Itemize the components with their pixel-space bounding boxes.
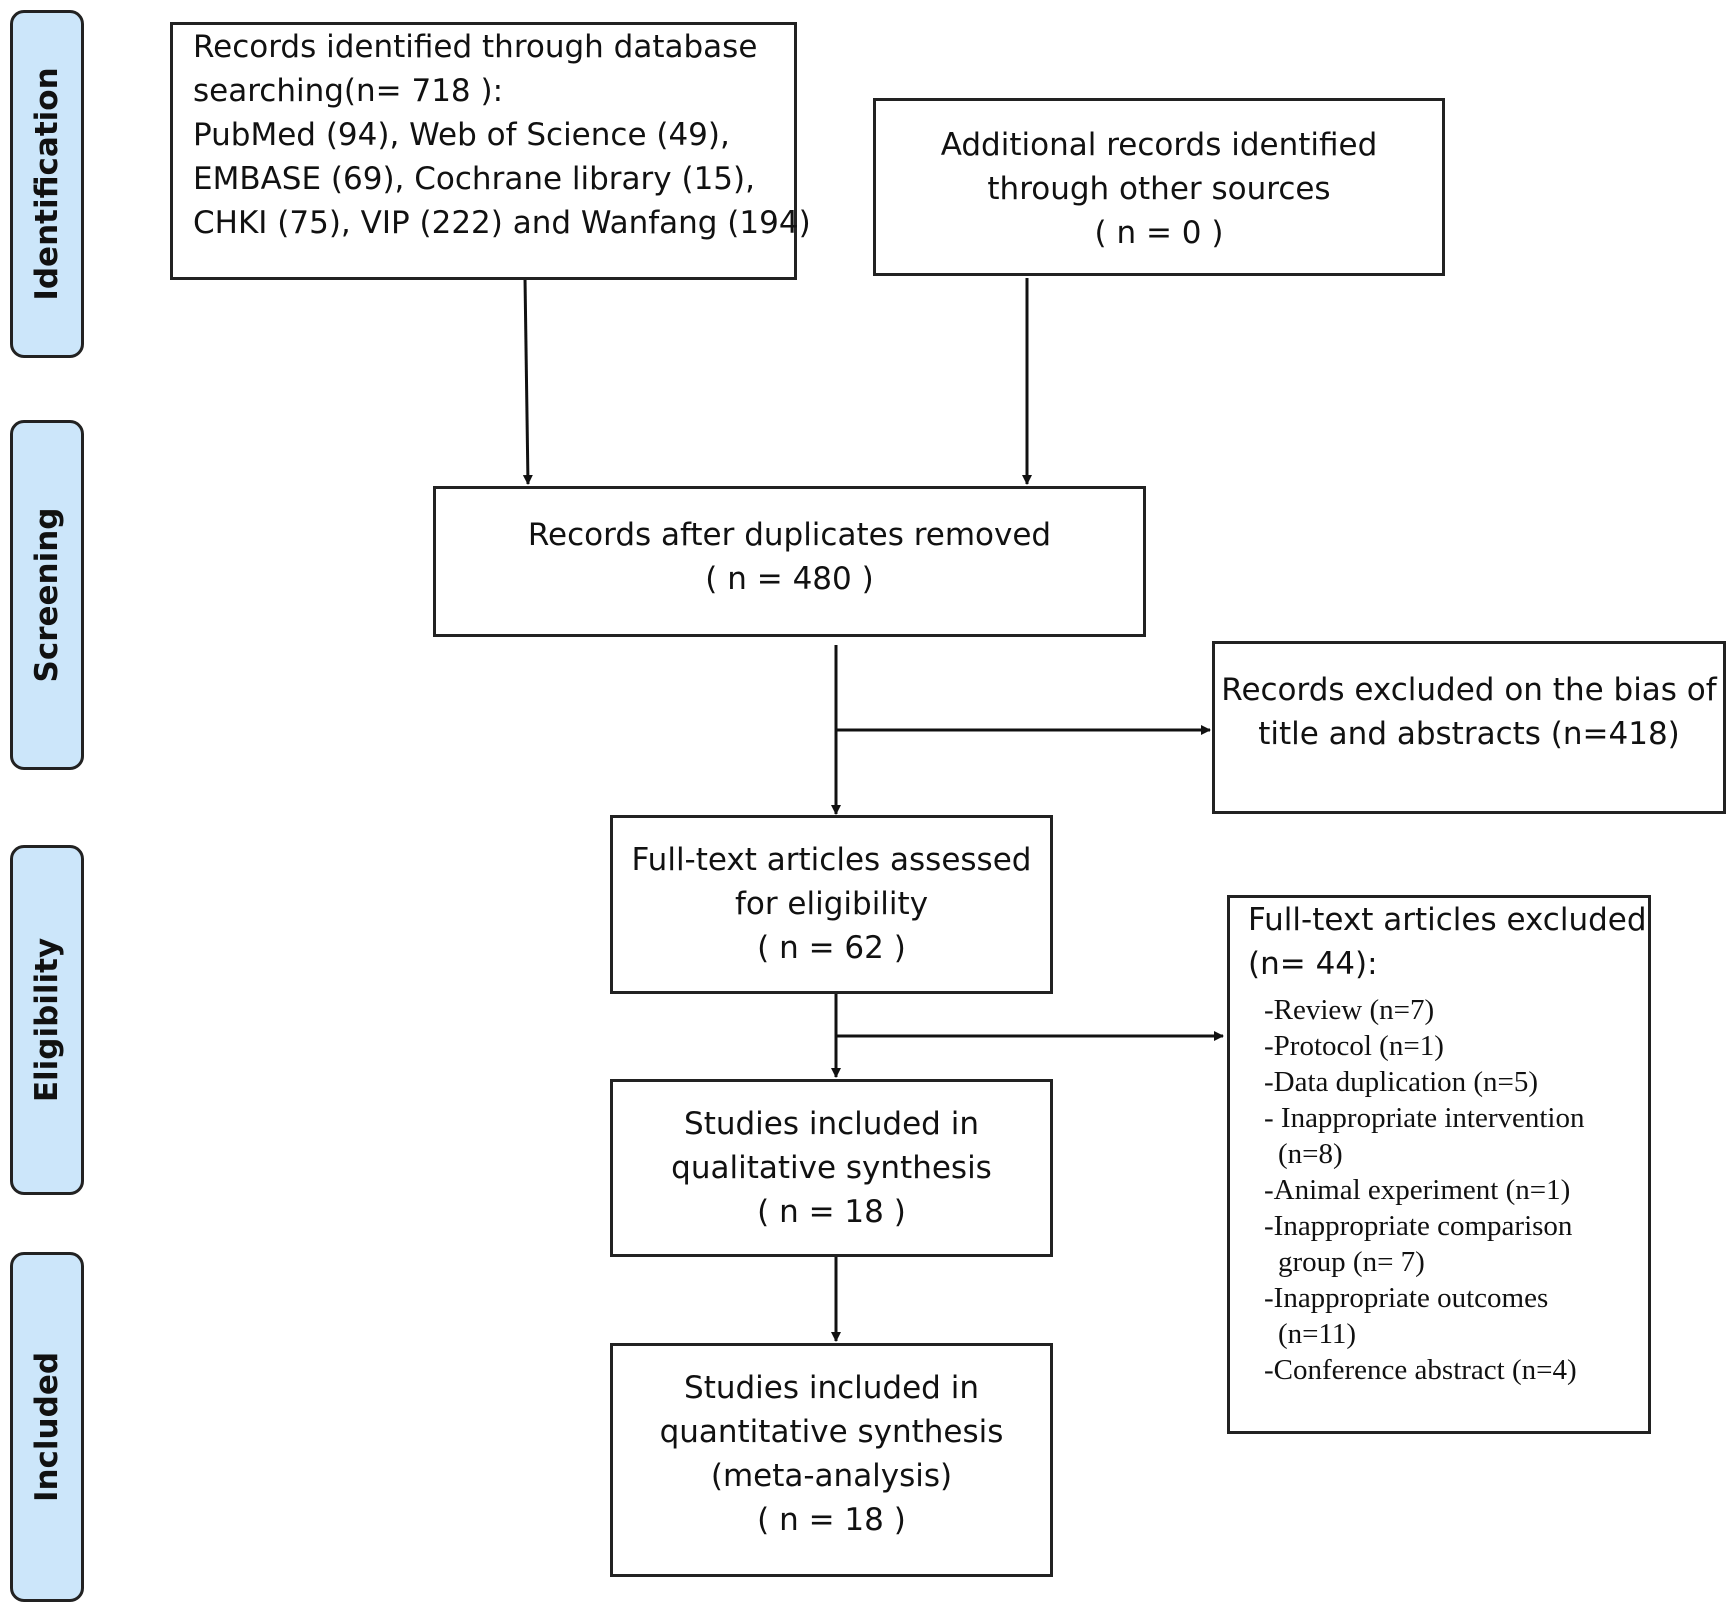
fulltext-excluded-header-1: Full-text articles excluded (1248, 902, 1647, 938)
excluded-title-abstract-line-1: Records excluded on the bias of (1221, 672, 1717, 708)
qualitative-line-3: ( n = 18 ) (757, 1194, 906, 1230)
after-duplicates-line-2: ( n = 480 ) (705, 561, 874, 597)
box-quantitative-synthesis: Studies included in quantitative synthes… (610, 1343, 1053, 1577)
quantitative-line-3: (meta-analysis) (710, 1458, 953, 1494)
qualitative-line-1: Studies included in (684, 1106, 979, 1142)
phase-screening: Screening (10, 420, 84, 770)
box-fulltext-assessed: Full-text articles assessed for eligibil… (610, 815, 1053, 994)
box-fulltext-excluded: Full-text articles excluded (n= 44): -Re… (1227, 895, 1651, 1434)
records-identified-line-3: PubMed (94), Web of Science (49), (193, 117, 730, 153)
quantitative-line-1: Studies included in (684, 1370, 979, 1406)
qualitative-line-2: qualitative synthesis (671, 1150, 992, 1186)
phase-identification: Identification (10, 10, 84, 358)
box-qualitative-synthesis: Studies included in qualitative synthesi… (610, 1079, 1053, 1257)
exclusion-reason: -Conference abstract (n=4) (1264, 1354, 1577, 1386)
box-excluded-title-abstract: Records excluded on the bias of title an… (1212, 641, 1726, 814)
exclusion-reason: -Inappropriate outcomes (1264, 1282, 1549, 1314)
exclusion-reason: -Protocol (n=1) (1264, 1030, 1444, 1062)
phase-eligibility: Eligibility (10, 845, 84, 1195)
exclusion-reason: group (n= 7) (1278, 1246, 1425, 1278)
fulltext-assessed-line-1: Full-text articles assessed (631, 842, 1032, 878)
additional-records-line-1: Additional records identified (940, 127, 1378, 163)
phase-included: Included (10, 1252, 84, 1602)
additional-records-line-3: ( n = 0 ) (1094, 215, 1224, 251)
records-identified-line-4: EMBASE (69), Cochrane library (15), (193, 161, 755, 197)
fulltext-assessed-line-2: for eligibility (734, 886, 929, 922)
exclusion-reason: -Animal experiment (n=1) (1264, 1174, 1571, 1206)
records-identified-line-2: searching(n= 718 ): (193, 73, 504, 109)
box-additional-records: Additional records identified through ot… (873, 98, 1445, 276)
excluded-title-abstract-line-2: title and abstracts (n=418) (1258, 716, 1680, 752)
box-after-duplicates: Records after duplicates removed ( n = 4… (433, 486, 1146, 637)
arrow-records-to-duplicates (522, 277, 533, 485)
exclusion-reason: -Inappropriate comparison (1264, 1210, 1573, 1242)
quantitative-line-2: quantitative synthesis (659, 1414, 1004, 1450)
exclusion-reason: (n=11) (1278, 1318, 1357, 1350)
exclusion-reason: - Inappropriate intervention (1264, 1102, 1585, 1134)
fulltext-excluded-header-2: (n= 44): (1248, 946, 1378, 982)
fulltext-assessed-line-3: ( n = 62 ) (757, 930, 906, 966)
exclusion-reason: (n=8) (1278, 1138, 1343, 1170)
additional-records-line-2: through other sources (987, 171, 1331, 207)
records-identified-line-5: CHKI (75), VIP (222) and Wanfang (194) (193, 205, 811, 241)
records-identified-line-1: Records identified through database (193, 29, 758, 65)
exclusion-reason: -Data duplication (n=5) (1264, 1066, 1539, 1098)
box-records-identified: Records identified through database sear… (170, 22, 811, 280)
quantitative-line-4: ( n = 18 ) (757, 1502, 906, 1538)
exclusion-reason: -Review (n=7) (1264, 994, 1435, 1026)
after-duplicates-line-1: Records after duplicates removed (527, 517, 1052, 553)
